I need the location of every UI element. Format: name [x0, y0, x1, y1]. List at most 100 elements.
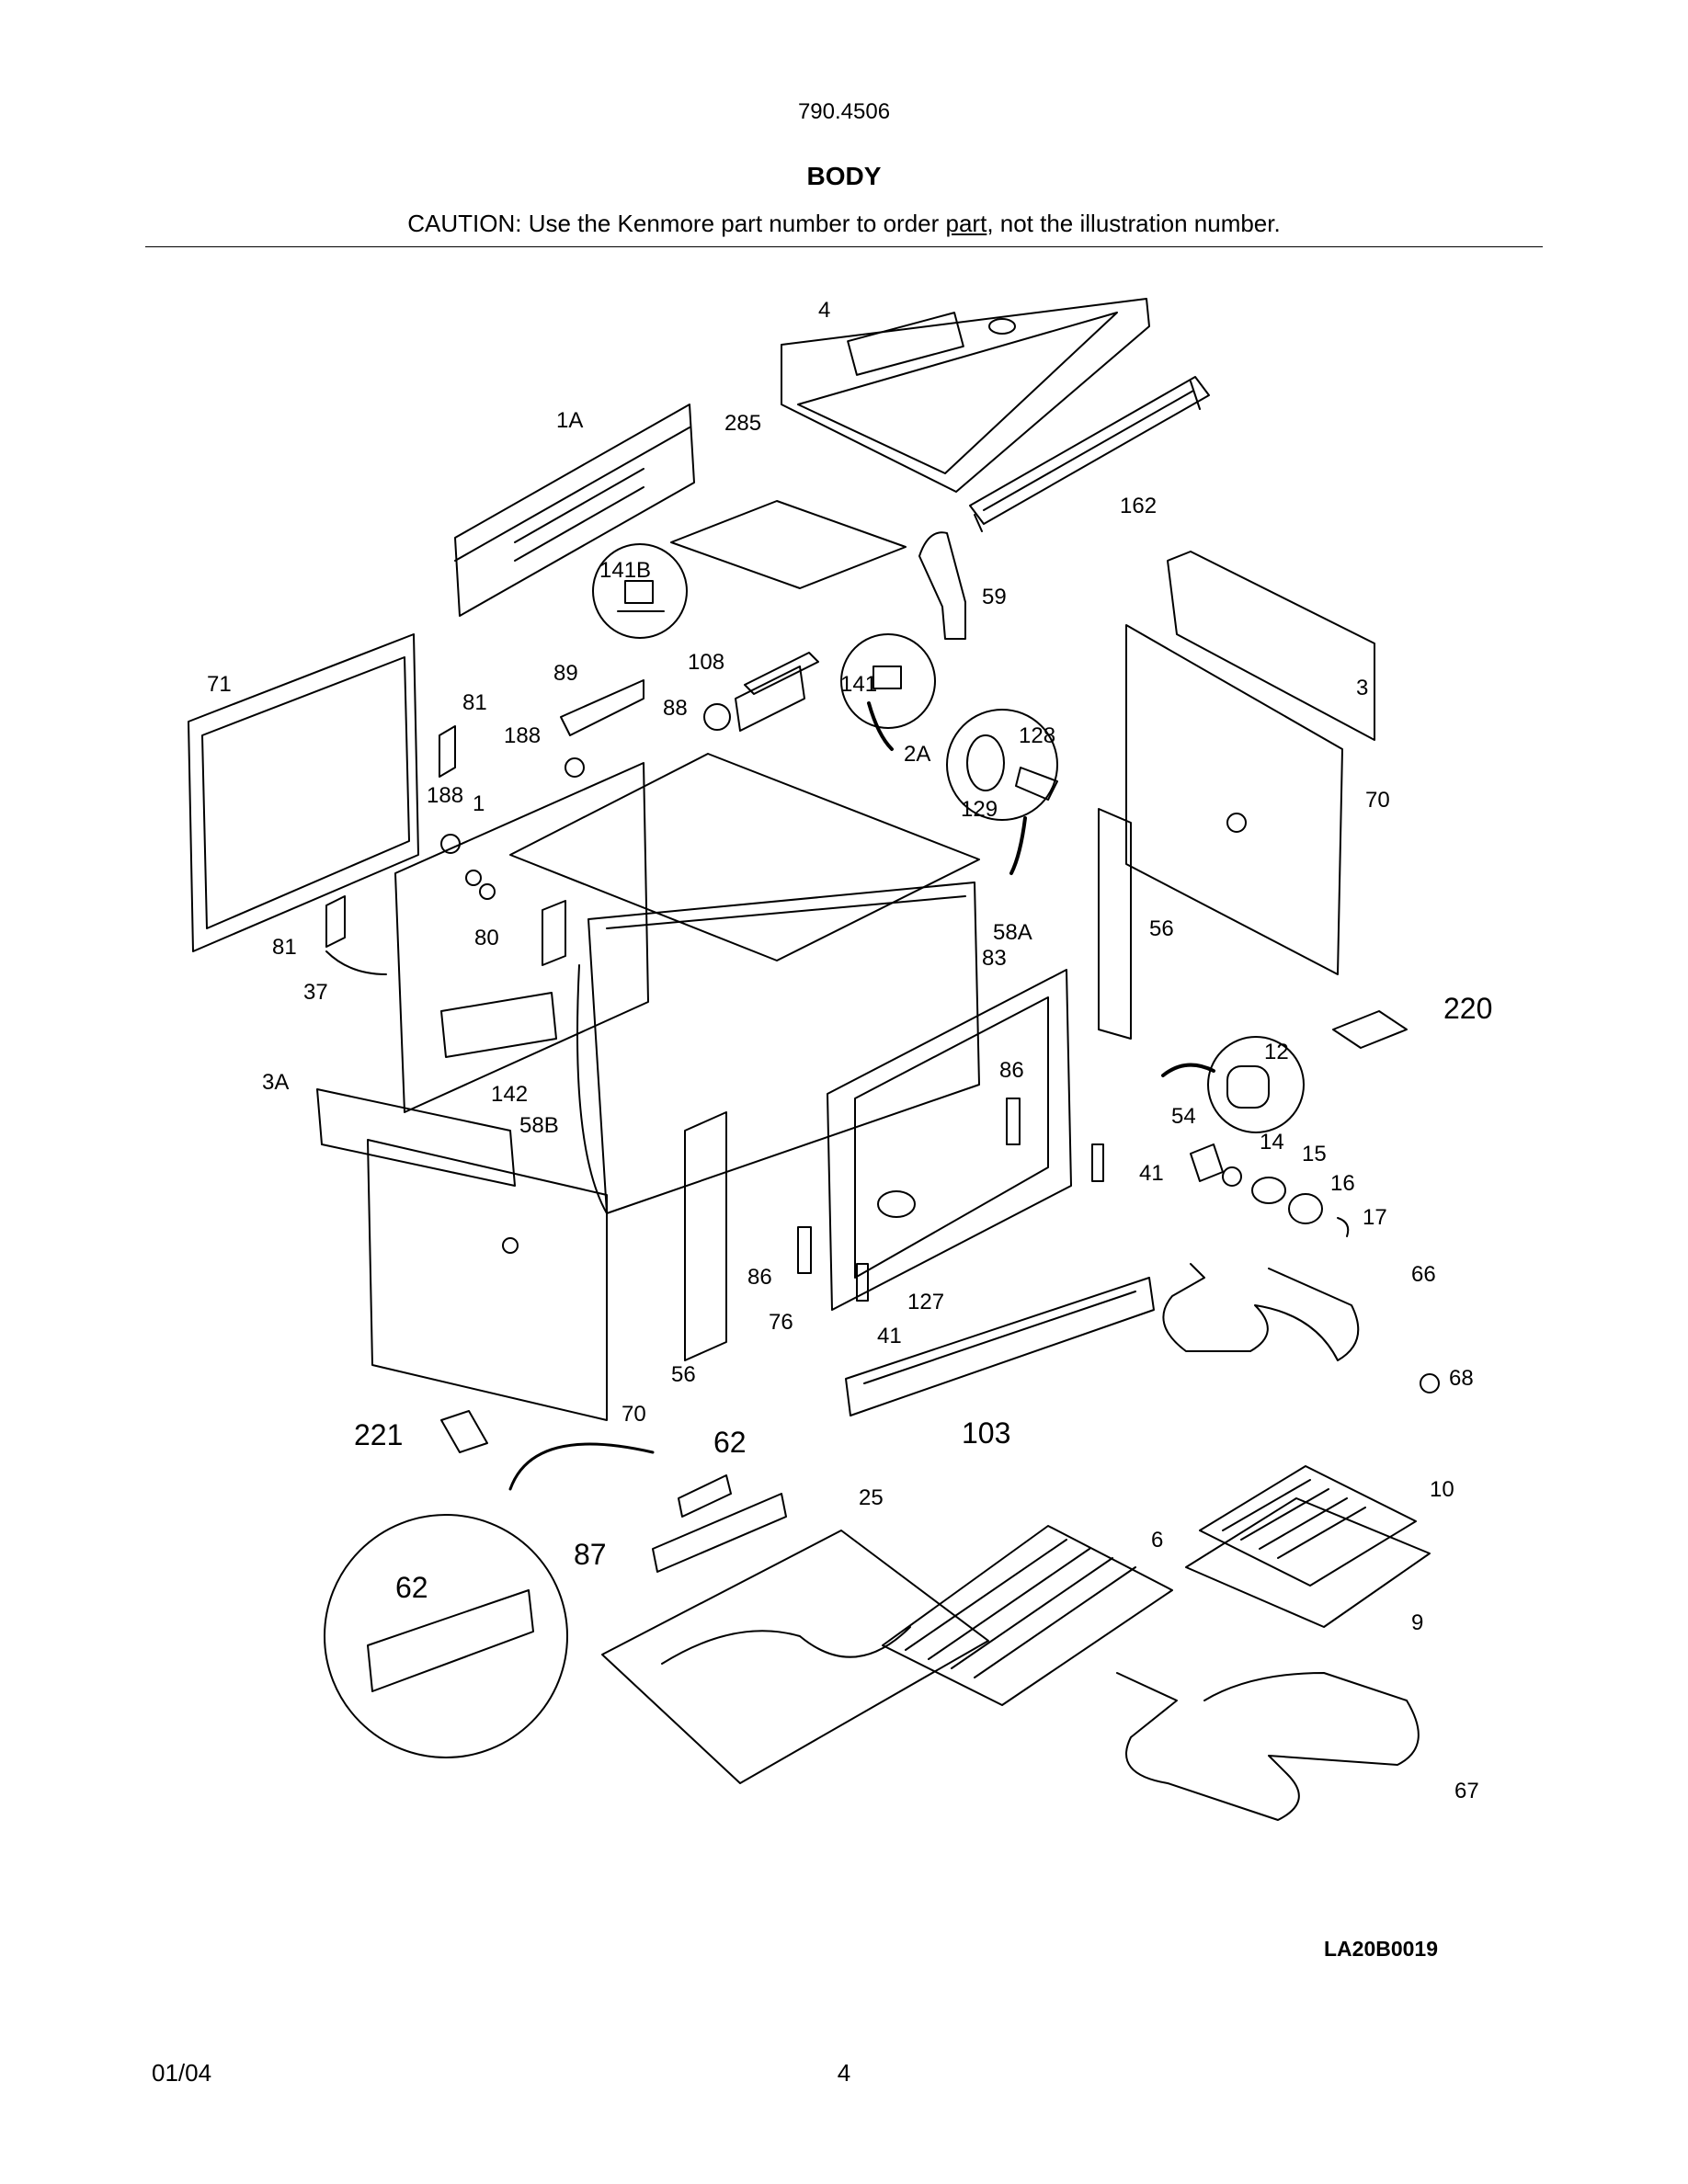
caution-text-underlined: part [945, 210, 987, 237]
part-128-129-detail [946, 709, 1058, 821]
part-label: 80 [474, 926, 499, 950]
part-label: 1A [556, 408, 583, 433]
part-label: 81 [462, 690, 487, 715]
part-label: 67 [1454, 1779, 1479, 1803]
part-label: 285 [724, 411, 761, 436]
part-9-broil-pan [1185, 1497, 1431, 1628]
part-127-sensor [877, 1190, 916, 1218]
part-label: 71 [207, 672, 232, 697]
part-door-frame [827, 969, 1072, 1311]
part-54-lamp-socket [1190, 1143, 1224, 1182]
model-number: 790.4506 [797, 99, 891, 124]
part-frame [394, 762, 649, 1113]
part-86-hinge-upper [1006, 1098, 1021, 1145]
part-label: 56 [671, 1362, 696, 1387]
part-label: 2A [904, 742, 930, 767]
part-label: 25 [859, 1485, 884, 1510]
arrow-62 [508, 1442, 655, 1491]
part-label: 141B [599, 558, 651, 583]
part-label: 188 [504, 723, 541, 748]
part-label: 62 [713, 1426, 747, 1459]
part-label: 14 [1260, 1130, 1284, 1155]
part-220-bracket [1332, 1010, 1408, 1049]
part-41-hinge-left [856, 1263, 869, 1302]
part-label: 16 [1330, 1171, 1355, 1196]
part-side-panel-left [188, 633, 419, 952]
part-141-detail [840, 633, 936, 729]
part-label: 54 [1171, 1104, 1196, 1129]
caution-text-prefix: CAUTION: Use the Kenmore part number to … [407, 210, 946, 237]
part-label: 142 [491, 1082, 528, 1107]
part-41-hinge-right [1091, 1143, 1104, 1182]
part-label: 81 [272, 935, 297, 960]
part-label: 89 [553, 661, 578, 686]
part-label: 1 [473, 791, 485, 816]
part-80 [542, 900, 566, 966]
part-label: 188 [427, 783, 463, 808]
part-oven-top [509, 753, 980, 961]
part-back-bracket [454, 404, 695, 617]
part-68-clip [1420, 1373, 1440, 1393]
part-label: 3 [1356, 676, 1368, 700]
part-188-grommet-upper [565, 757, 585, 778]
part-label: 70 [1365, 788, 1390, 813]
part-rail [969, 376, 1210, 532]
part-label: 6 [1151, 1528, 1163, 1553]
part-15-lamp-bulb [1251, 1177, 1286, 1204]
part-label: 41 [1139, 1161, 1164, 1186]
part-56-strip-right [1098, 808, 1132, 1040]
part-10-broil-grid [1199, 1465, 1417, 1587]
part-86-hinge-lower [797, 1226, 812, 1274]
part-56-strip-front [684, 1111, 727, 1361]
part-62-detail [324, 1514, 568, 1758]
part-6-oven-rack [882, 1525, 1173, 1706]
part-label: 15 [1302, 1142, 1327, 1166]
part-label: 83 [982, 946, 1007, 971]
part-label: 108 [688, 650, 724, 675]
caution-text-suffix: , not the illustration number. [987, 210, 1281, 237]
arrow-141 [867, 701, 894, 751]
part-141b-detail [592, 543, 688, 639]
part-label: 4 [818, 298, 830, 323]
part-188-grommet-lower [440, 834, 461, 854]
part-label: 129 [961, 797, 998, 822]
part-back-bracket-right [1167, 551, 1375, 741]
part-81-bracket-upper [439, 725, 456, 778]
arrow-12 [1161, 1063, 1215, 1077]
part-103-vent-trim [845, 1277, 1155, 1416]
part-66-broil-element [1162, 1263, 1360, 1361]
part-label: 88 [663, 696, 688, 721]
part-label: 86 [999, 1058, 1024, 1083]
part-label: 62 [395, 1571, 428, 1604]
page-number: 4 [837, 2059, 851, 2087]
part-label: 12 [1264, 1040, 1289, 1064]
part-label: 86 [747, 1265, 772, 1290]
part-label: 58A [993, 920, 1032, 945]
part-label: 59 [982, 585, 1007, 609]
part-control-panel [316, 1088, 516, 1187]
header-divider [145, 246, 1543, 247]
part-14-lamp-gasket [1222, 1166, 1242, 1187]
part-81-bracket-lower [325, 895, 346, 948]
part-67-bake-element [1116, 1672, 1420, 1821]
part-89-bracket [560, 679, 644, 736]
part-label: 37 [303, 980, 328, 1005]
part-17-clip [1337, 1217, 1350, 1237]
part-top-panel [781, 298, 1150, 493]
part-fan [703, 652, 819, 732]
part-label: 68 [1449, 1366, 1474, 1391]
part-label: 41 [877, 1324, 902, 1348]
part-tube [918, 531, 966, 640]
part-back-panel [1125, 624, 1343, 975]
part-87 [652, 1493, 787, 1573]
revision-date: 01/04 [152, 2059, 212, 2087]
part-label: 56 [1149, 916, 1174, 941]
part-label: 17 [1363, 1205, 1387, 1230]
part-37-wire [325, 950, 387, 975]
part-oven-cavity [576, 882, 980, 1214]
arrow-128 [1009, 816, 1027, 875]
part-label: 76 [769, 1310, 793, 1335]
part-label: 162 [1120, 494, 1157, 518]
